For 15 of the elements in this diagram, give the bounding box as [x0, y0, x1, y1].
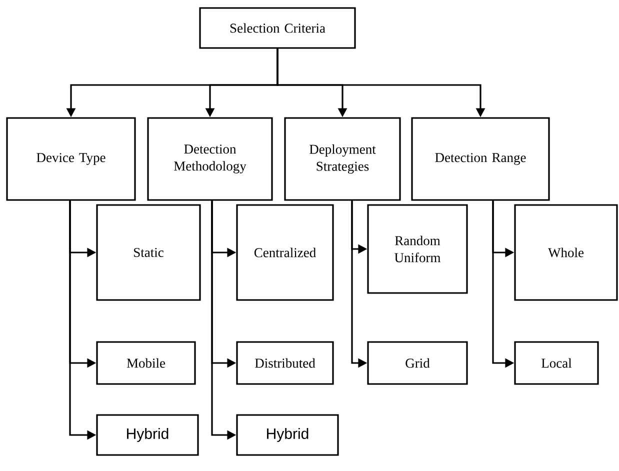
- category-box: Hybrid: [96, 414, 199, 456]
- category-box: Grid: [367, 341, 468, 385]
- category-box: Mobile: [96, 341, 196, 385]
- category-box: Deployment Strategies: [284, 117, 401, 201]
- category-box: Random Uniform: [367, 204, 468, 294]
- category-box: Selection Criteria: [199, 7, 356, 49]
- category-box: Device Type: [6, 117, 136, 201]
- category-box: Hybrid: [236, 414, 339, 456]
- category-box: Detection Methodology: [147, 117, 273, 201]
- category-box: Detection Range: [411, 117, 550, 201]
- category-box: Static: [96, 204, 201, 301]
- category-box: Local: [514, 341, 599, 385]
- category-box: Centralized: [236, 204, 334, 301]
- category-box: Whole: [514, 204, 618, 301]
- category-box: Distributed: [236, 341, 334, 385]
